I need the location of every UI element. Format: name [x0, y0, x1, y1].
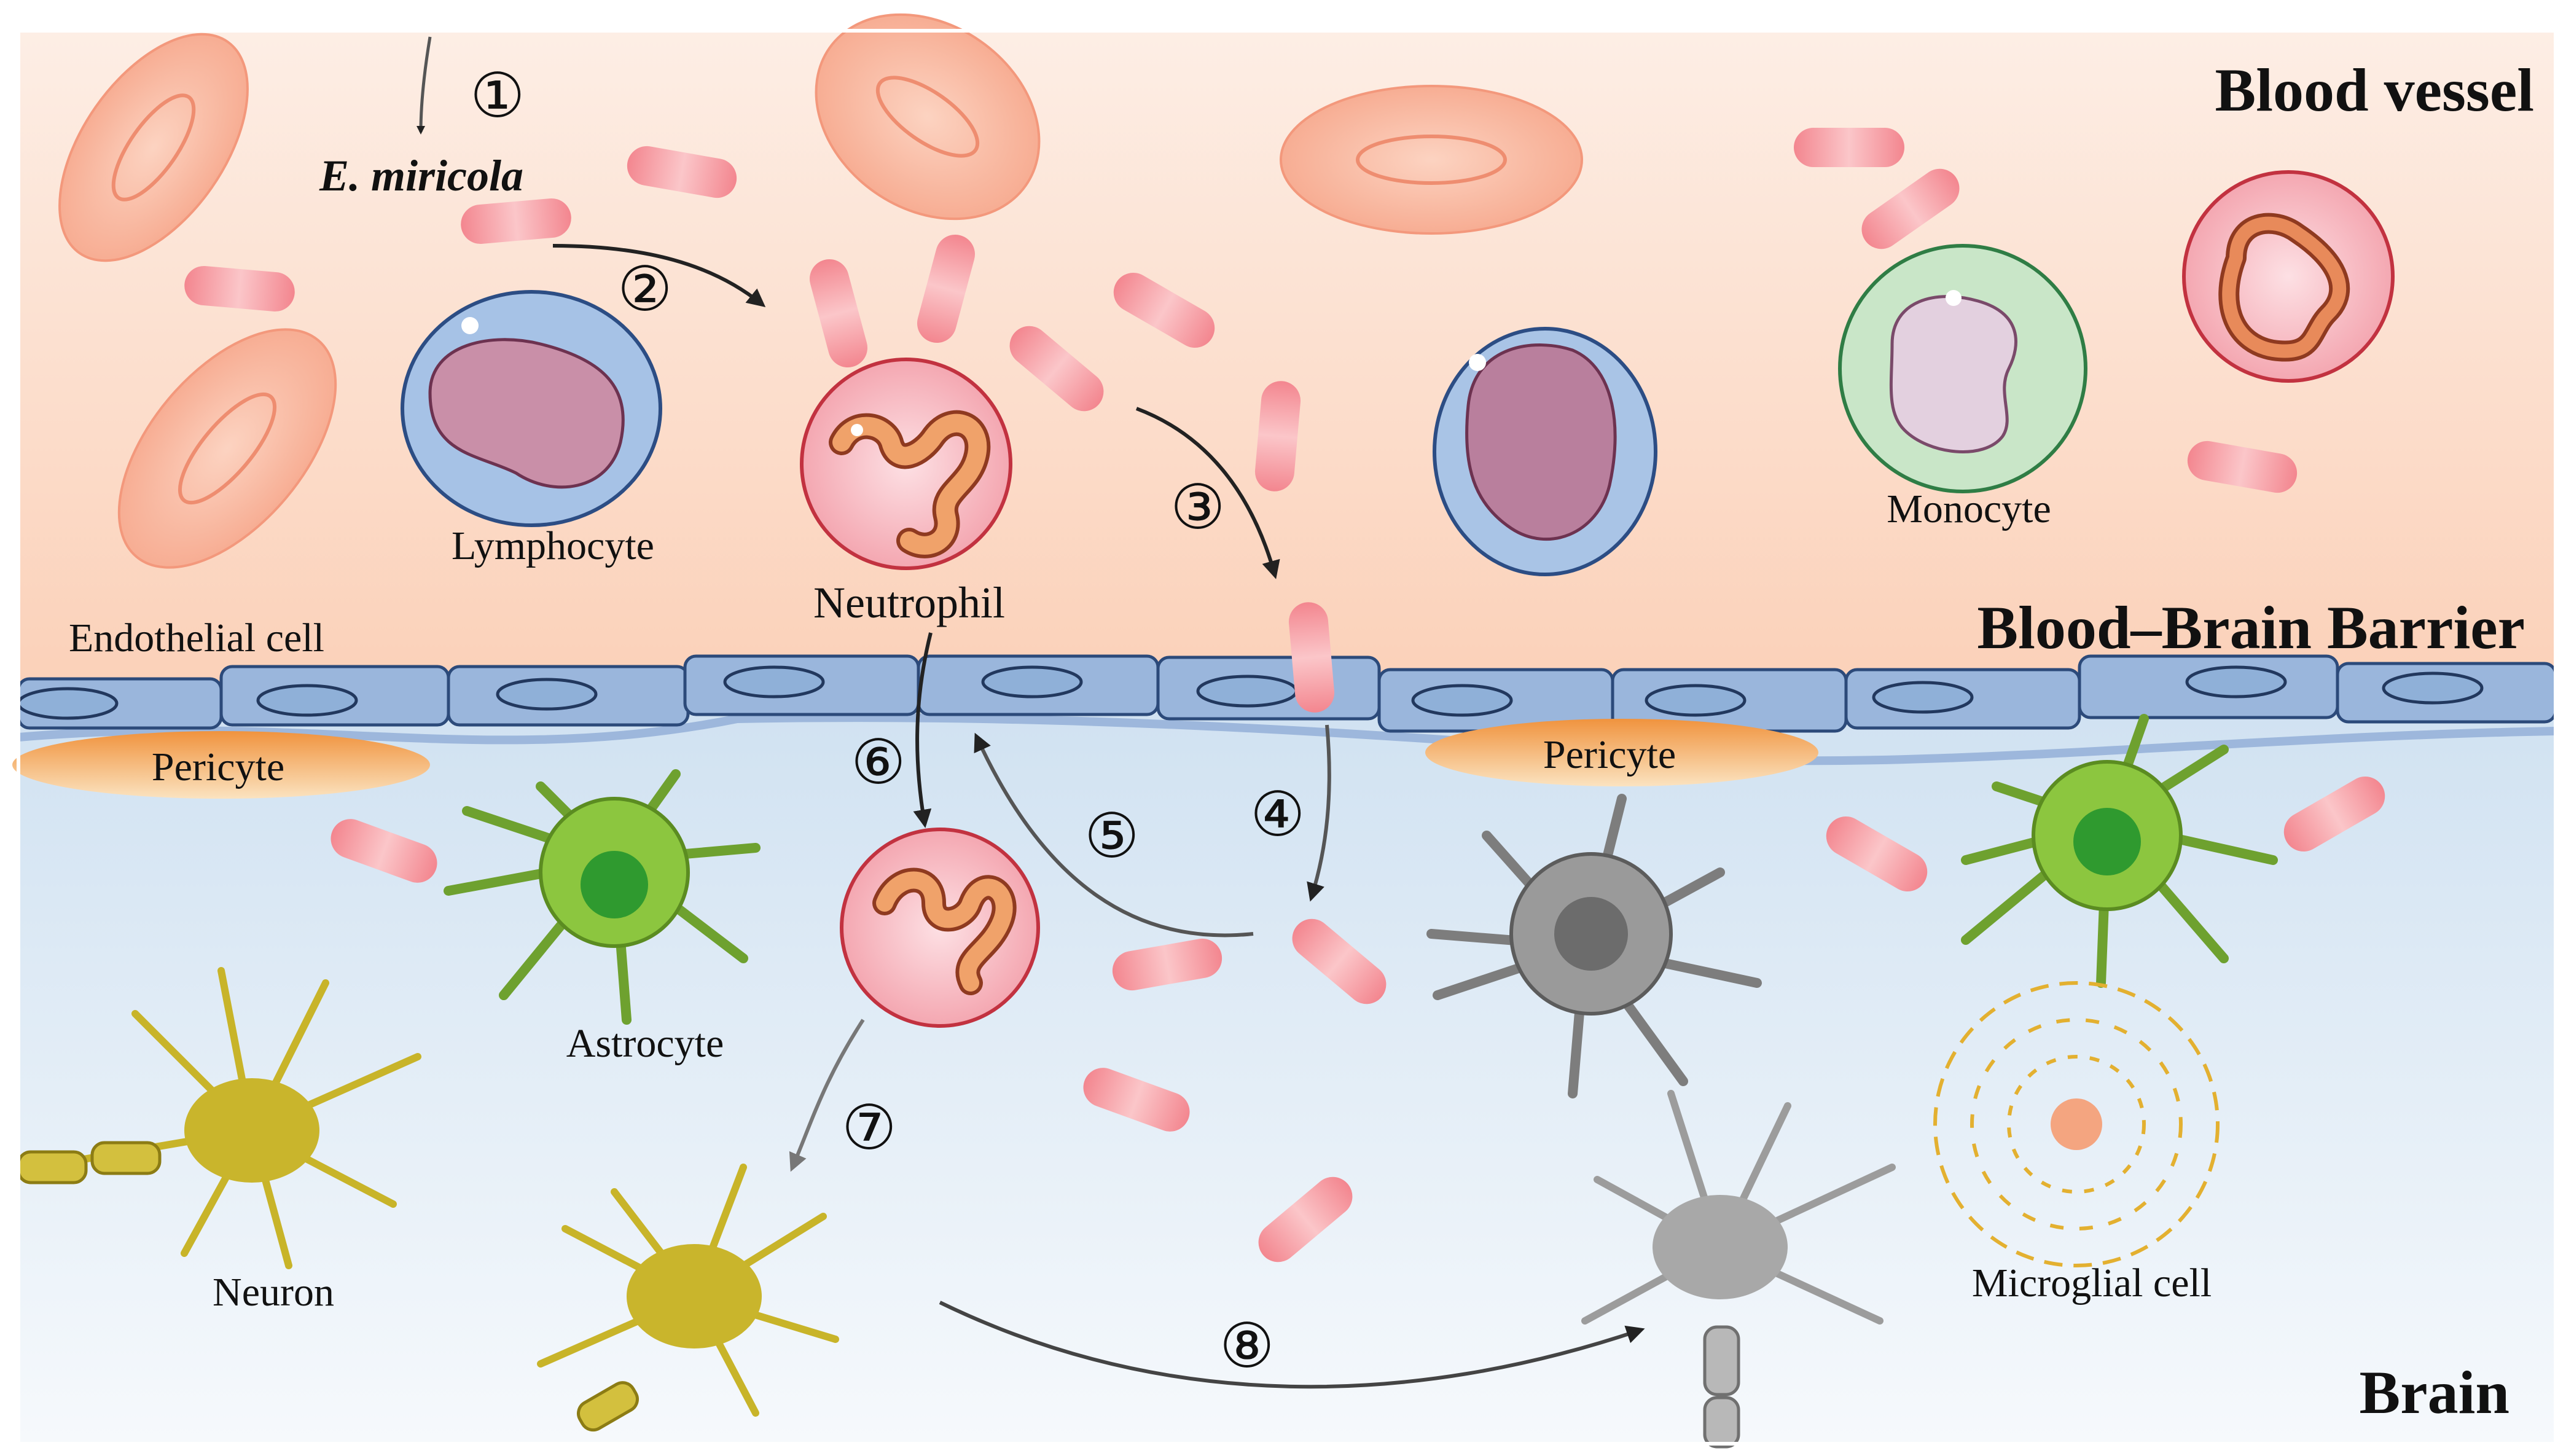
red-blood-cells [58, 13, 1583, 569]
astrocyte-nucleus [581, 851, 648, 918]
step-8: ⑧ [1219, 1310, 1275, 1382]
neuron-body [627, 1244, 762, 1348]
neuron-body [184, 1078, 319, 1183]
pericyte-label-left: Pericyte [152, 745, 284, 789]
microglial-cell [1933, 981, 2220, 1267]
pericyte-shape [12, 731, 430, 799]
endothelial-layer [17, 654, 2557, 733]
arrow-4 [1307, 724, 1331, 902]
arrow-8 [939, 1301, 1645, 1389]
damaged-neuron-body [1653, 1195, 1788, 1299]
lymphocyte-label: Lymphocyte [452, 523, 654, 568]
pericyte-shape [1425, 719, 1818, 786]
neutrophil-brain-cell [840, 828, 1040, 1028]
monocyte-label: Monocyte [1887, 487, 2051, 531]
astrocyte-nucleus [2073, 808, 2141, 875]
blood-vessel-title: Blood vessel [2215, 56, 2534, 124]
bacteria [184, 128, 2385, 1262]
monocyte-cell [1838, 244, 2087, 493]
brain-title: Brain [2360, 1358, 2509, 1427]
endothelial-label: Endothelial cell [69, 616, 324, 660]
step-5: ⑤ [1084, 800, 1140, 872]
arrow-2 [552, 244, 766, 308]
neutrophil-label: Neutrophil [813, 578, 1005, 627]
granulocyte-cell [2182, 170, 2395, 383]
bbb-title: Blood–Brain Barrier [1977, 593, 2525, 662]
arrow-3 [1135, 407, 1280, 579]
lymphocyte-cell [401, 290, 662, 527]
pericyte-label-right: Pericyte [1543, 732, 1676, 777]
neuron-axon [17, 1141, 162, 1184]
arrow-6 [913, 632, 933, 828]
activated-astrocyte-nucleus [1554, 897, 1628, 971]
neuron-axon [577, 1381, 639, 1432]
step-7: ⑦ [842, 1092, 897, 1164]
neutrophil-cell [800, 358, 1012, 570]
arrow-5 [974, 732, 1254, 937]
arrow-1 [417, 36, 432, 135]
microglial-label: Microglial cell [1972, 1261, 2212, 1305]
step-6: ⑥ [851, 726, 906, 798]
step-2: ② [617, 253, 673, 325]
microglial-nucleus [2051, 1098, 2102, 1150]
pathogen-label: E. miricola [319, 151, 523, 200]
step-3: ③ [1170, 471, 1226, 543]
neuron-label: Neuron [213, 1270, 334, 1315]
basement-membrane [18, 713, 2556, 765]
arrow-7 [789, 1019, 865, 1172]
plasma-cell [1433, 327, 1657, 576]
astrocyte-label: Astrocyte [566, 1021, 724, 1066]
step-4: ④ [1250, 778, 1305, 850]
damaged-neuron-axon [1703, 1325, 1740, 1449]
step-1: ① [470, 60, 525, 131]
blood-vessel-region [18, 31, 2556, 682]
figure-frame [17, 29, 2557, 1446]
pathway-arrows [417, 36, 1645, 1389]
